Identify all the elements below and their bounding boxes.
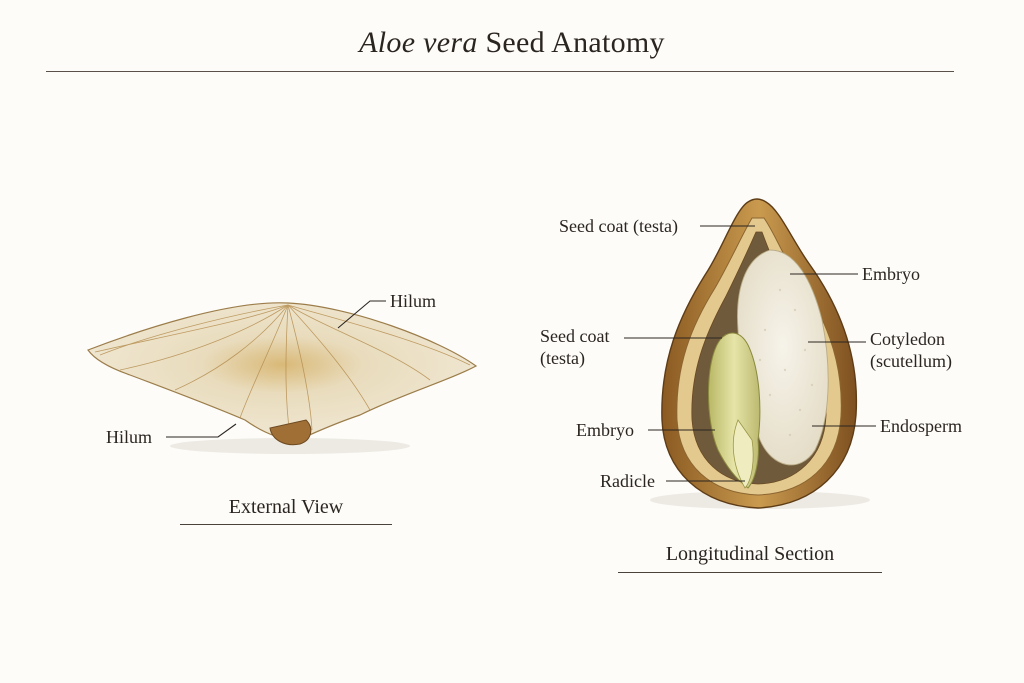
label-seed-coat-left-line2: (testa)	[540, 348, 585, 368]
label-seed-coat-left-line1: Seed coat	[540, 326, 610, 346]
caption-external-divider	[180, 524, 392, 525]
label-cotyledon-line2: (scutellum)	[870, 351, 952, 371]
label-hilum-top: Hilum	[390, 291, 437, 311]
title-rest: Seed Anatomy	[485, 26, 665, 59]
label-embryo-left: Embryo	[576, 420, 634, 440]
caption-section-divider	[618, 572, 882, 573]
section-seed-drawing	[624, 198, 876, 509]
caption-external-view: External View	[228, 496, 344, 518]
label-radicle: Radicle	[600, 471, 655, 491]
label-hilum-bottom: Hilum	[106, 427, 153, 447]
caption-longitudinal-section: Longitudinal Section	[665, 543, 835, 565]
page-title: Aloe vera Seed Anatomy	[0, 26, 1024, 60]
label-cotyledon-line1: Cotyledon	[870, 329, 945, 349]
label-seed-coat-top: Seed coat (testa)	[559, 216, 678, 236]
label-endosperm: Endosperm	[880, 416, 962, 436]
title-genus: Aloe vera	[359, 26, 478, 59]
label-embryo-right: Embryo	[862, 264, 920, 284]
title-divider	[46, 71, 954, 72]
external-seed-drawing	[87, 300, 478, 454]
